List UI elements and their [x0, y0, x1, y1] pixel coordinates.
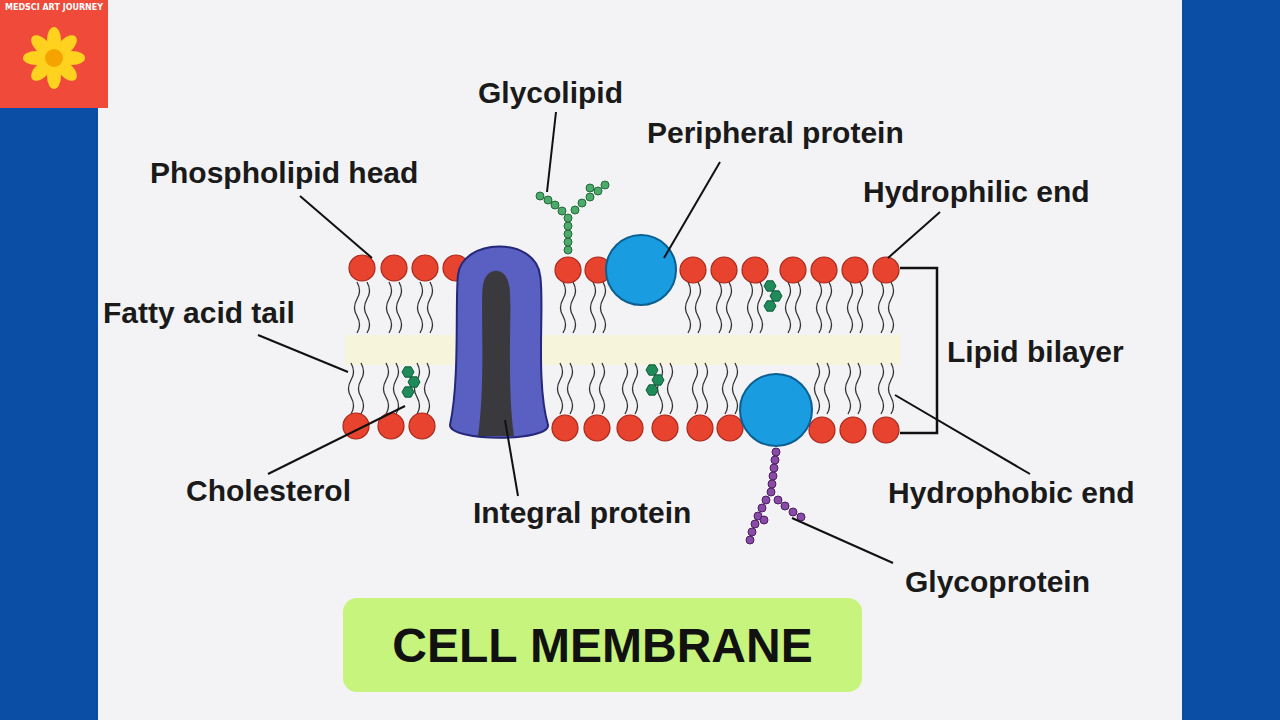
- part-label: Hydrophobic end: [888, 476, 1135, 509]
- part-label: Phospholipid head: [150, 156, 418, 189]
- peripheral-protein: [740, 374, 812, 446]
- hydrophobic-core: [345, 335, 900, 365]
- part-label: Hydrophilic end: [863, 175, 1090, 208]
- cholesterol: [646, 365, 664, 395]
- watermark: MEDSCI ART JOURNEY: [2, 3, 106, 12]
- diagram-title: CELL MEMBRANE: [392, 618, 812, 673]
- cholesterol: [764, 281, 782, 311]
- integral-protein: [450, 246, 548, 437]
- cholesterol: [402, 367, 420, 397]
- part-label: Peripheral protein: [647, 116, 904, 149]
- part-label: Fatty acid tail: [103, 296, 295, 329]
- part-label: Lipid bilayer: [947, 335, 1124, 368]
- logo-badge: [0, 0, 108, 108]
- peripheral-protein: [606, 235, 676, 305]
- part-label: Glycolipid: [478, 76, 623, 109]
- part-label: Cholesterol: [186, 474, 351, 507]
- glycoprotein-chain: [746, 448, 805, 544]
- paper: [98, 0, 1182, 720]
- title-box: CELL MEMBRANE: [343, 598, 862, 692]
- logo-flower: [23, 27, 85, 89]
- part-label: Integral protein: [473, 496, 691, 529]
- part-label: Glycoprotein: [905, 565, 1090, 598]
- protein-channel: [478, 271, 514, 436]
- fatty-acid-tails: [349, 282, 894, 414]
